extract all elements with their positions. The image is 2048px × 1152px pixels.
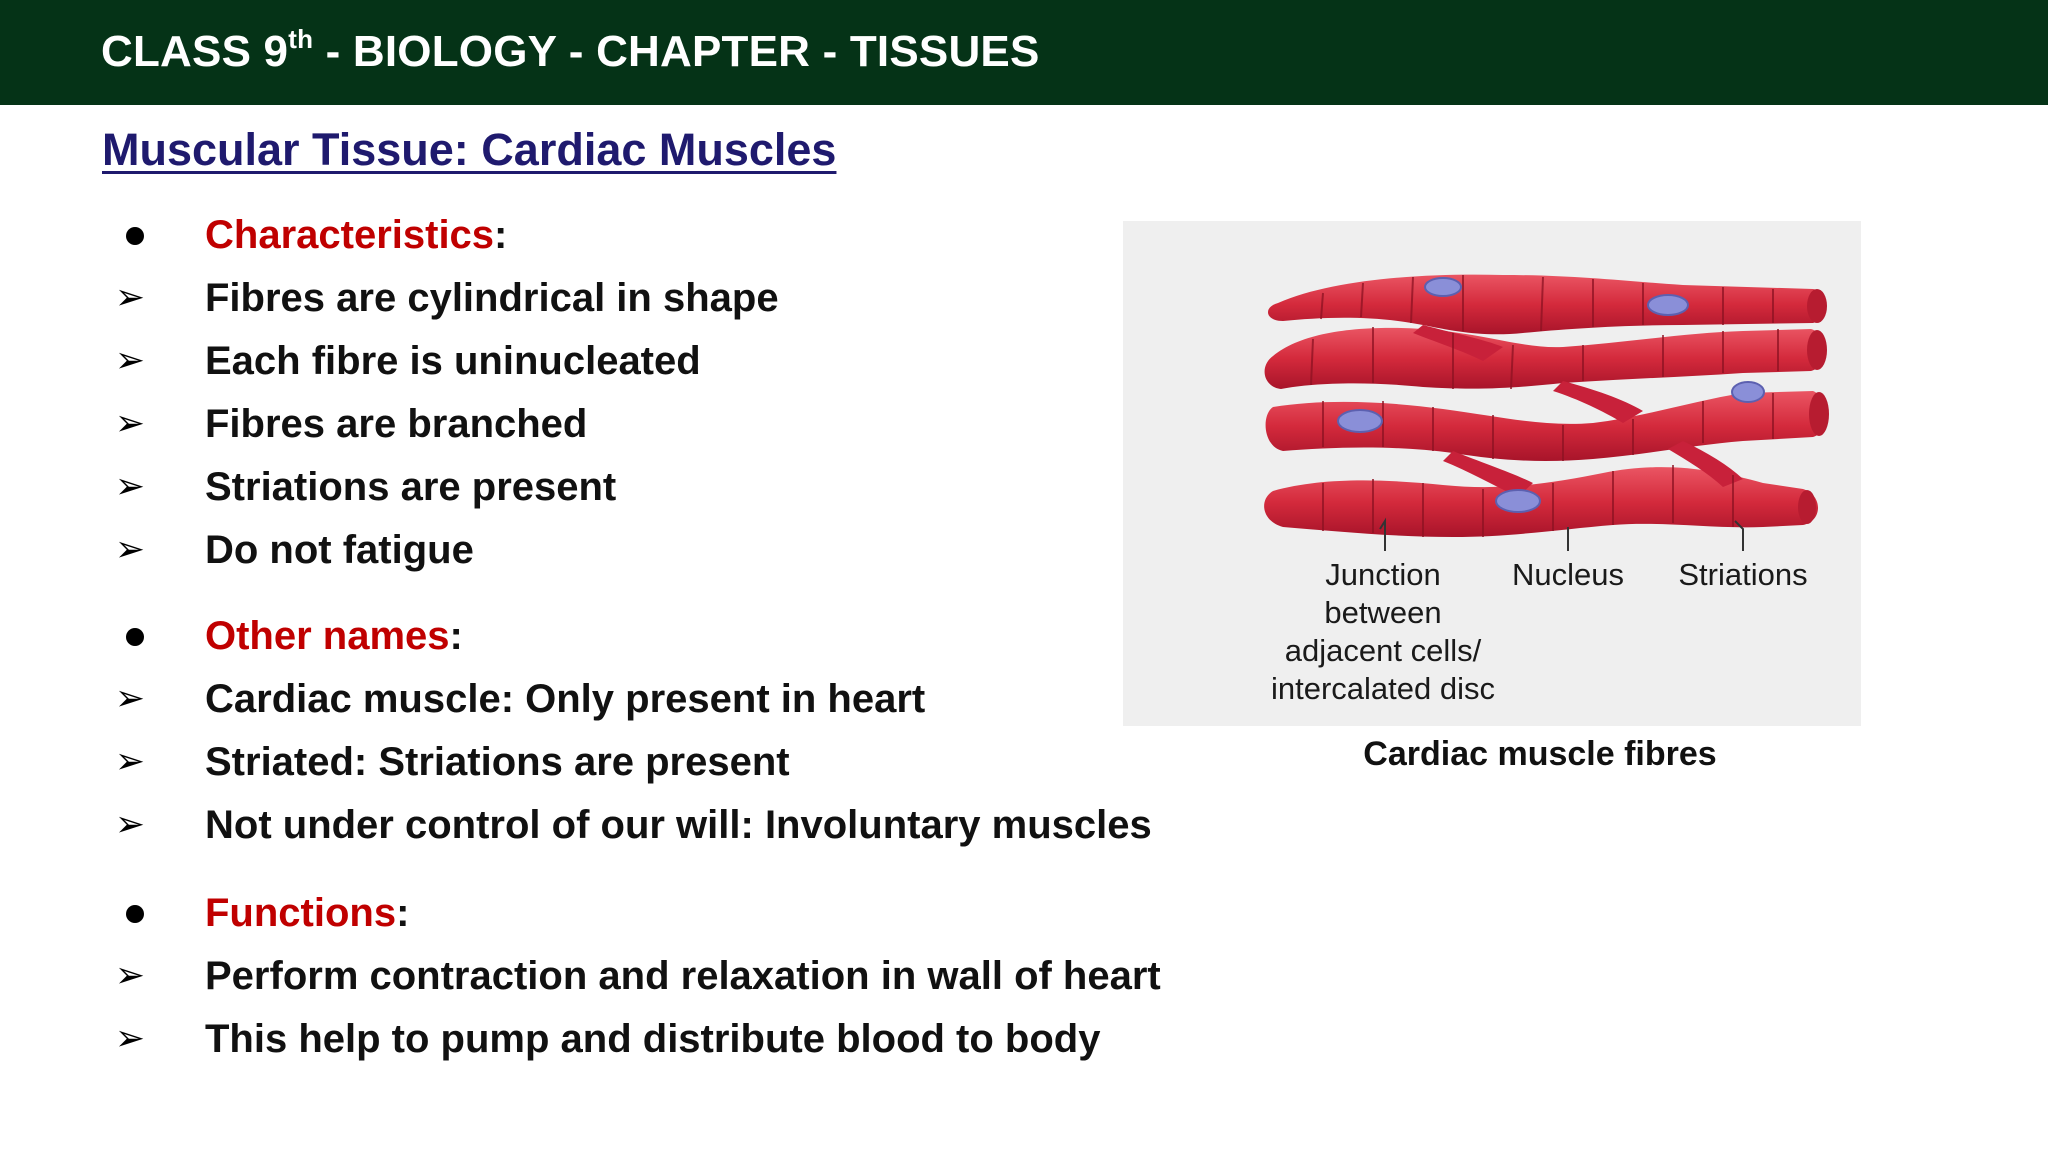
- fibre-end: [1809, 392, 1829, 436]
- list-item-text: Perform contraction and relaxation in wa…: [205, 954, 1161, 998]
- fibre-branch: [1668, 441, 1743, 487]
- cardiac-muscle-figure: Junction between adjacent cells/ interca…: [1123, 221, 1861, 726]
- arrow-bullet-icon: ➢: [114, 1018, 146, 1059]
- label-leader-lines: [1379, 517, 1744, 551]
- section-title-colon: :: [449, 614, 463, 658]
- junction-label-line: Junction: [1325, 557, 1441, 592]
- arrow-bullet-icon: ➢: [114, 741, 146, 782]
- nucleus-label: Nucleus: [1512, 557, 1624, 592]
- arrow-bullet-icon: ➢: [114, 678, 146, 719]
- muscle-fibre: [1267, 274, 1826, 335]
- fibre-branch: [1413, 325, 1503, 361]
- fibre-end: [1807, 289, 1827, 323]
- list-item-text: Striations are present: [205, 465, 617, 509]
- arrow-bullet-icon: ➢: [114, 340, 146, 381]
- list-item-text: Striated: Striations are present: [205, 740, 790, 784]
- header-title-suffix: - BIOLOGY - CHAPTER - TISSUES: [313, 27, 1040, 76]
- section-title-text: Characteristics: [205, 213, 495, 257]
- arrow-bullet-icon: ➢: [114, 804, 146, 845]
- section-title: Characteristics:: [205, 210, 507, 260]
- nucleus-icons: [1337, 277, 1765, 513]
- arrow-bullet-icon: ➢: [114, 277, 146, 318]
- fibre-branch: [1553, 381, 1643, 423]
- arrow-bullet-icon: ➢: [114, 529, 146, 570]
- section-title-text: Other names: [205, 614, 450, 658]
- slide-heading: Muscular Tissue: Cardiac Muscles: [102, 124, 837, 175]
- junction-label-line: intercalated disc: [1270, 671, 1495, 706]
- section-title-text: Functions: [205, 891, 397, 935]
- section-title: Other names:: [205, 611, 463, 661]
- list-item-text: Fibres are cylindrical in shape: [205, 276, 779, 320]
- list-item-text: This help to pump and distribute blood t…: [205, 1017, 1101, 1061]
- header-bar: CLASS 9th - BIOLOGY - CHAPTER - TISSUES: [0, 0, 2048, 105]
- list-item-text: Not under control of our will: Involunta…: [205, 803, 1152, 847]
- header-title: CLASS 9th - BIOLOGY - CHAPTER - TISSUES: [101, 24, 1040, 77]
- header-title-prefix: CLASS 9: [101, 27, 289, 76]
- list-item-text: Each fibre is uninucleated: [205, 339, 701, 383]
- striations-label: Striations: [1678, 557, 1808, 592]
- bullet-dot-icon: [126, 905, 144, 923]
- list-item-text: Do not fatigue: [205, 528, 474, 572]
- figure-caption: Cardiac muscle fibres: [1363, 735, 1717, 773]
- section-title: Functions:: [205, 888, 409, 938]
- striation-lines: [1310, 275, 1779, 537]
- junction-label: Junction between adjacent cells/ interca…: [1238, 556, 1528, 708]
- arrow-bullet-icon: ➢: [114, 466, 146, 507]
- arrow-bullet-icon: ➢: [114, 955, 146, 996]
- bullet-dot-icon: [126, 227, 144, 245]
- section-title-colon: :: [494, 213, 508, 257]
- fibre-end: [1807, 330, 1827, 370]
- junction-label-line: adjacent cells/: [1284, 633, 1482, 668]
- arrow-bullet-icon: ➢: [114, 403, 146, 444]
- list-item-text: Cardiac muscle: Only present in heart: [205, 677, 926, 721]
- header-title-sup: th: [288, 24, 314, 54]
- section-title-colon: :: [396, 891, 410, 935]
- fibre-end: [1798, 490, 1816, 524]
- junction-label-line: between: [1324, 595, 1442, 630]
- bullet-dot-icon: [126, 628, 144, 646]
- muscle-fibre: [1264, 467, 1818, 537]
- list-item-text: Fibres are branched: [205, 402, 588, 446]
- muscle-fibre: [1264, 327, 1825, 389]
- fibre-branch: [1443, 451, 1533, 497]
- cardiac-muscle-illustration: [1264, 274, 1829, 551]
